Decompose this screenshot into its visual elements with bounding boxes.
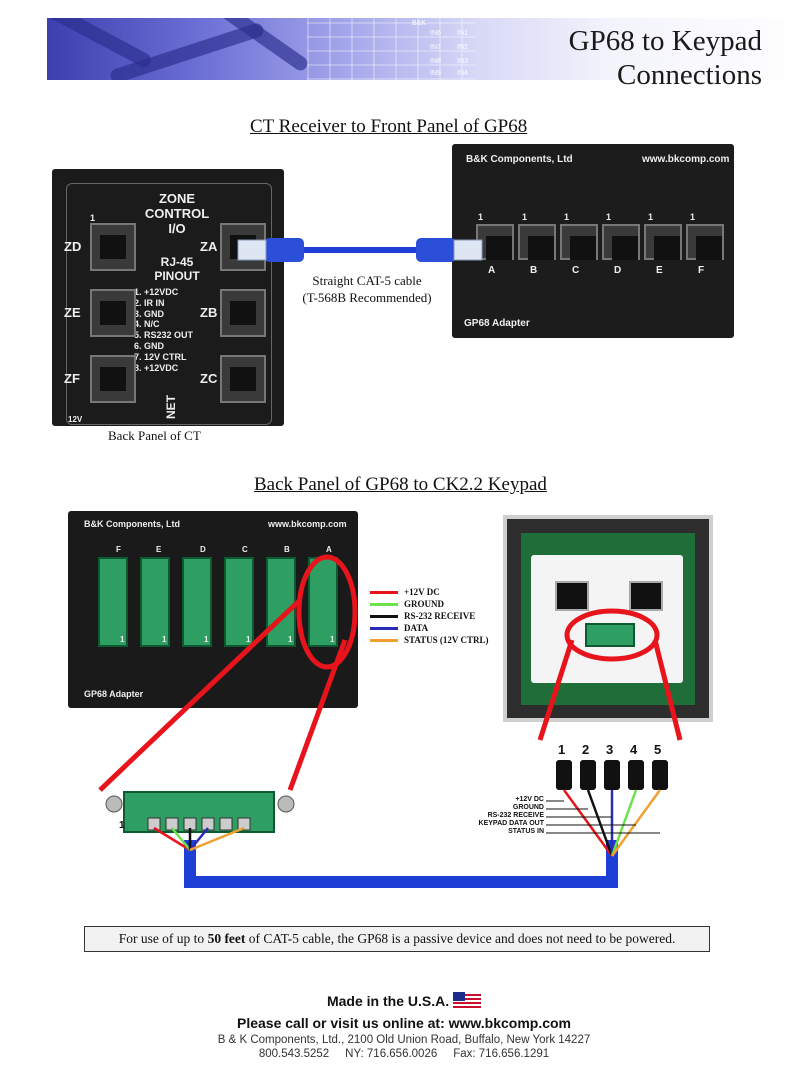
ct-back-panel-photo: ZONE CONTROL I/O RJ-45 PINOUT 1. +12VDC … — [52, 169, 284, 426]
ct-panel-caption: Back Panel of CT — [108, 428, 201, 443]
keypad-pin-3: 3 — [606, 742, 614, 757]
keypad-pin-1: 1 — [558, 742, 566, 757]
cat5-patch-cable — [237, 238, 483, 262]
us-flag-icon — [453, 992, 481, 1008]
rj45-pinout-title: RJ-45 PINOUT — [154, 255, 200, 283]
legend-item-ground: GROUND — [370, 599, 444, 609]
header-fade — [475, 18, 808, 80]
passive-device-note: For use of up to 50 feet of CAT-5 cable,… — [84, 926, 710, 952]
section-heading-ct-receiver: CT Receiver to Front Panel of GP68 — [250, 116, 528, 137]
legend-item-data: DATA — [370, 623, 428, 633]
section-heading-back-panel: Back Panel of GP68 to CK2.2 Keypad — [254, 474, 547, 495]
cable-caption: Straight CAT-5 cable (T-568B Recommended… — [302, 273, 432, 305]
wiring-diagram — [98, 554, 683, 888]
header-banner-image: B&K IN6 IN1 IN7 IN2 IN8 IN3 IN9 IN4 — [47, 18, 475, 80]
phone-line: 800.543.5252 NY: 716.656.0026 Fax: 716.6… — [258, 1048, 550, 1060]
address-line: B & K Components, Ltd., 2100 Old Union R… — [217, 1034, 591, 1046]
gp68-front-panel-photo: B&K Components, Ltd www.bkcomp.com 1 1 1… — [452, 144, 734, 338]
keypad-pin-4: 4 — [630, 742, 638, 757]
keypad-terminal-labels: +12V DC GROUND RS-232 RECEIVE KEYPAD DAT… — [478, 796, 544, 835]
connector-pin-one-label: 1 — [119, 820, 125, 831]
keypad-pin-2: 2 — [582, 742, 590, 757]
legend-item-status: STATUS (12V CTRL) — [370, 635, 489, 645]
ck22-keypad-photo — [503, 515, 713, 722]
gp68-back-panel-photo: B&K Components, Ltd www.bkcomp.com F E D… — [68, 511, 358, 708]
legend-item-12v: +12V DC — [370, 587, 440, 597]
keypad-pin-5: 5 — [654, 742, 662, 757]
page-title: GP68 to Keypad Connections — [568, 25, 762, 91]
zone-control-title: ZONE CONTROL I/O — [144, 191, 210, 236]
made-in-usa: Made in the U.S.A. — [0, 992, 808, 1009]
contact-line: Please call or visit us online at: www.b… — [236, 1015, 572, 1031]
pinout-list: 1. +12VDC 2. IR IN 3. GND 4. N/C 5. RS23… — [134, 287, 194, 373]
legend-item-rs232: RS-232 RECEIVE — [370, 611, 475, 621]
